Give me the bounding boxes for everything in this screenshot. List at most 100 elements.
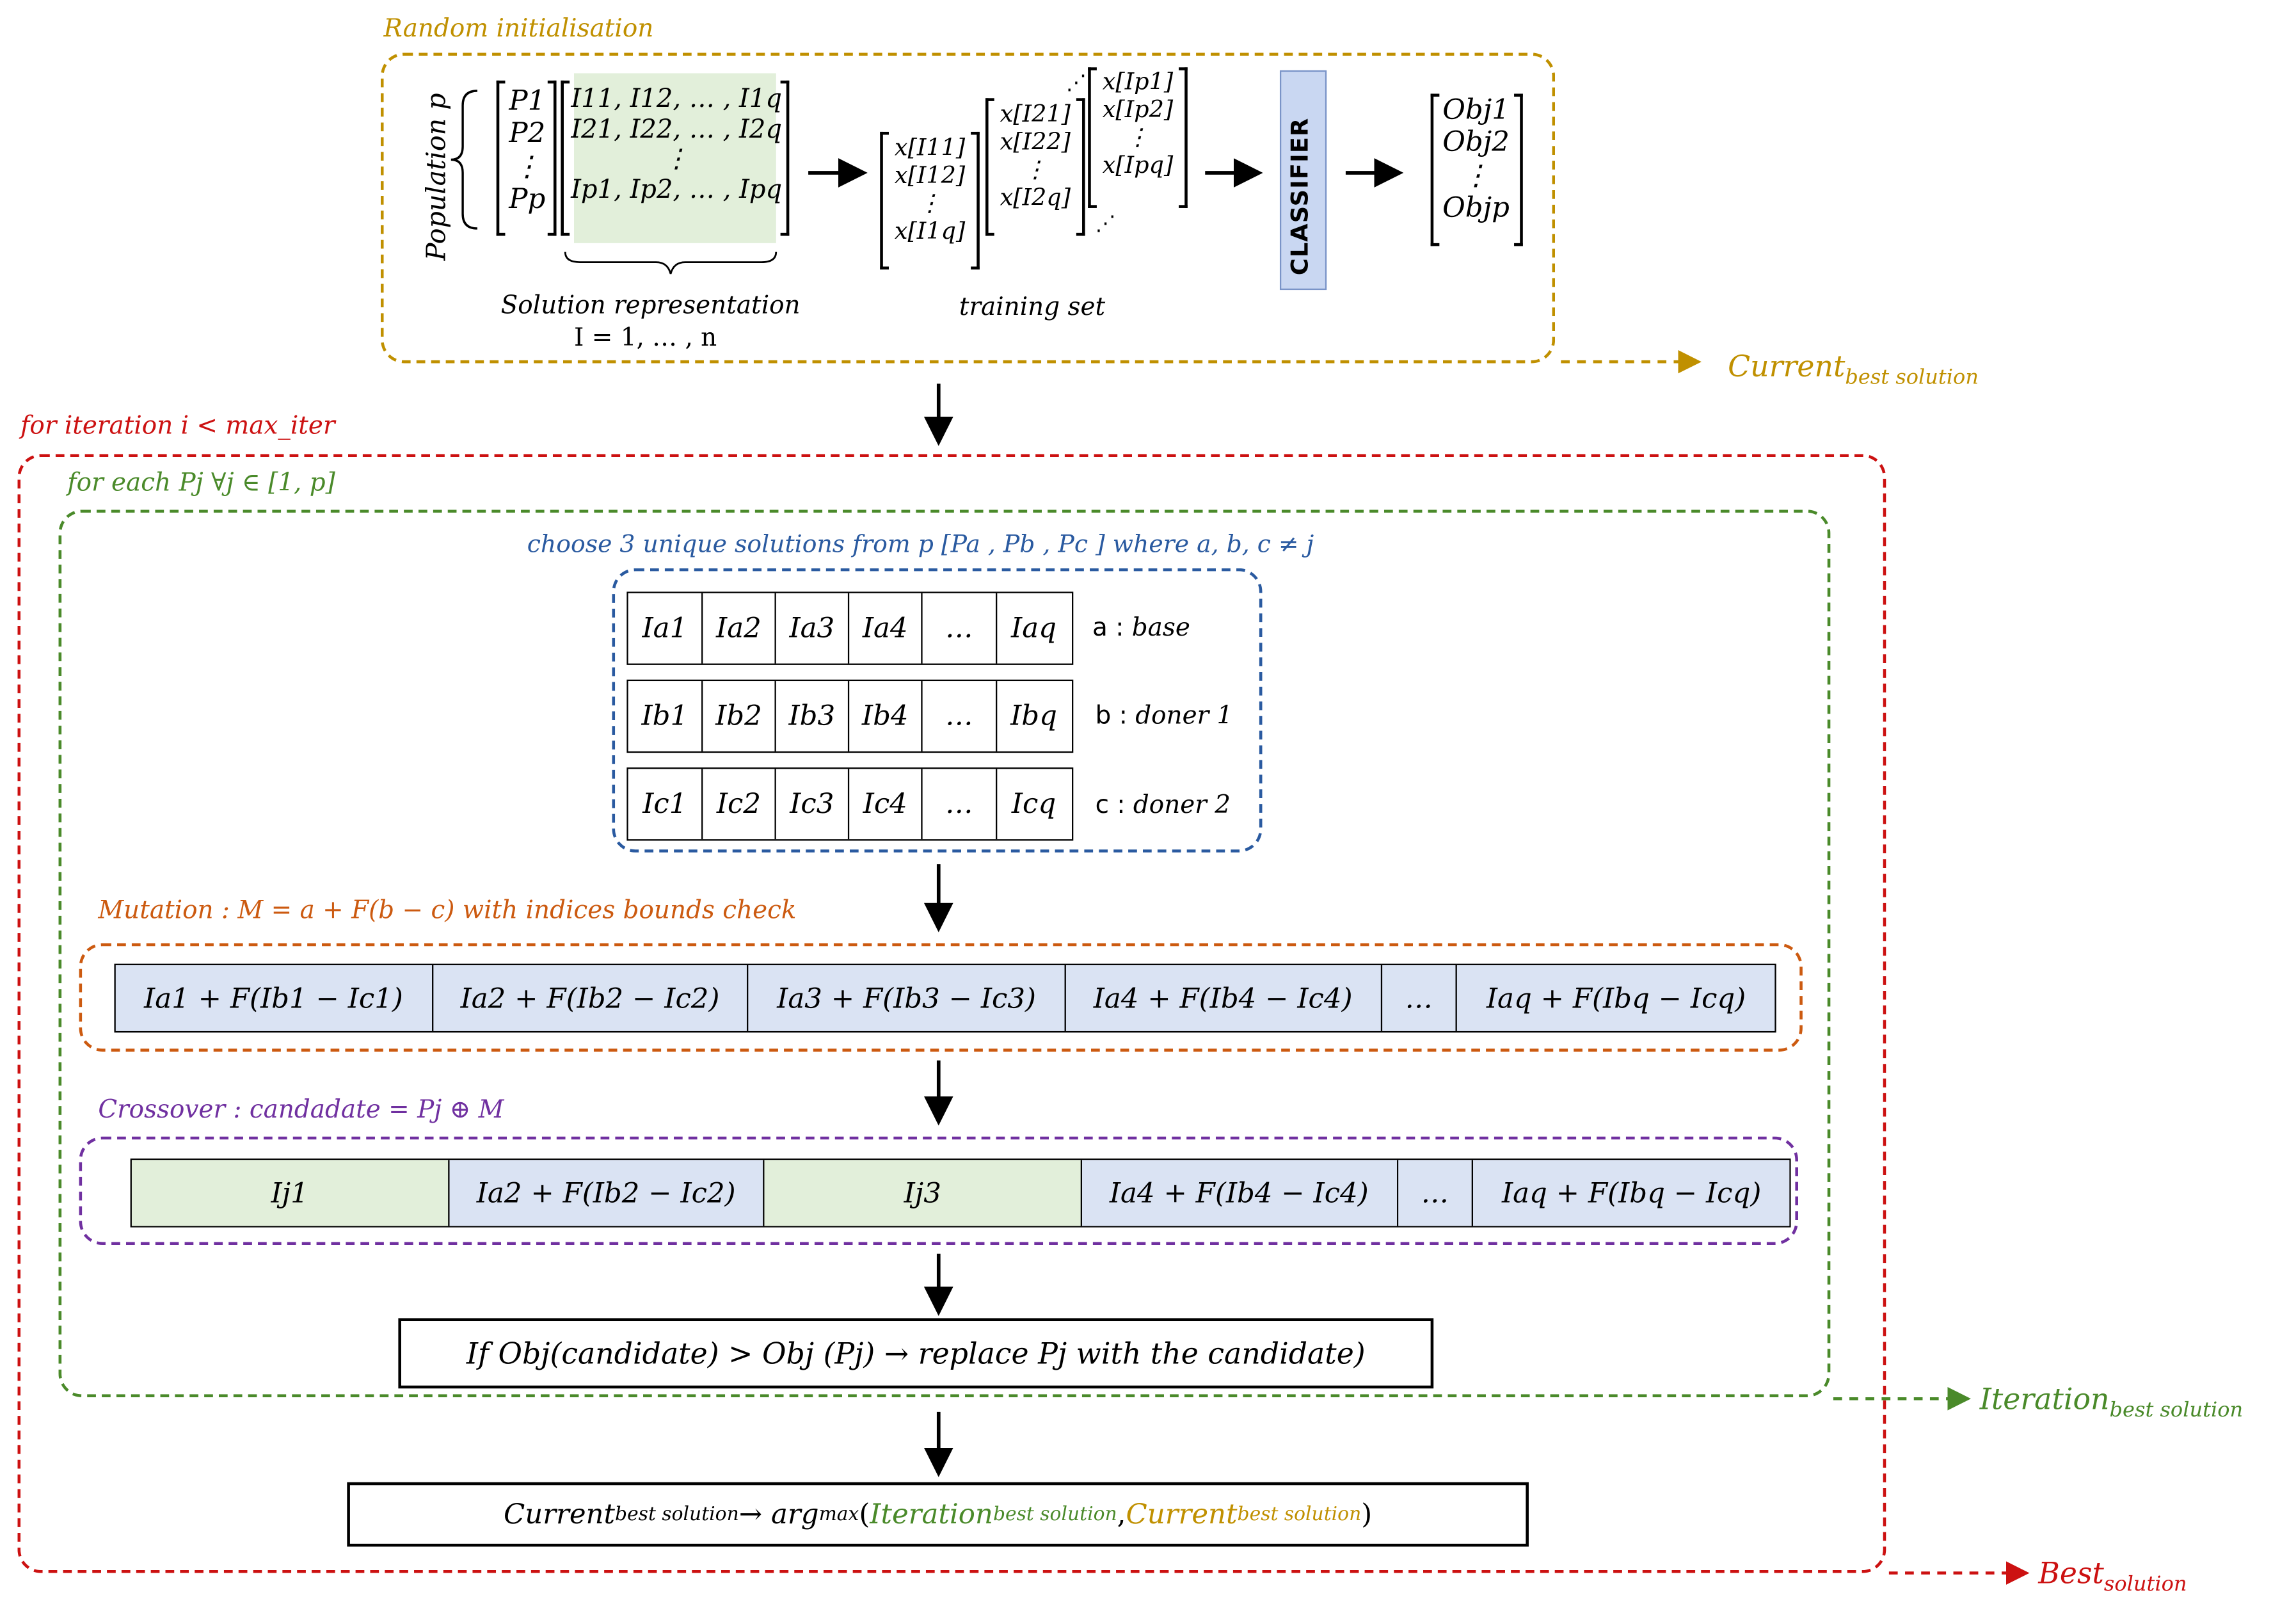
training-item: x[I22] (1000, 127, 1071, 156)
vector-cell: Ib4 (849, 681, 923, 751)
update-argmax: → arg (738, 1498, 819, 1531)
matrix-row: I11, I12, … , I1q (571, 84, 783, 115)
vector-b-role: b : doner 1 (1096, 702, 1233, 731)
crossover-cell: Ia4 + F(Ib4 − Ic4) (1081, 1160, 1398, 1226)
vector-role: doner 2 (1133, 790, 1231, 821)
iteration-best-output: Iterationbest solution (1980, 1384, 2243, 1420)
training-item: x[Ipq] (1102, 150, 1174, 179)
training-set-label: training set (959, 293, 1106, 323)
training-bracket-right (1076, 98, 1085, 236)
current-best-output: Currentbest solution (1728, 351, 1979, 388)
mutation-title: Mutation : M = a + F(b − c) with indices… (98, 896, 797, 926)
matrix-row: Ip1, Ip2, … , Ipq (571, 175, 783, 205)
each-title: for each Pj ∀j ∈ [1, p] (67, 469, 335, 499)
training-bracket-left (1088, 67, 1097, 208)
crossover-cell: … (1398, 1160, 1474, 1226)
update-iteration-sub: best solution (993, 1503, 1117, 1526)
training-vector-2: x[I21] x[I22] ⋮ x[I2q] (990, 99, 1081, 212)
classifier-box (1279, 70, 1327, 291)
loop-frame (17, 454, 1886, 1573)
mutation-frame (79, 943, 1803, 1052)
vector-cell: Ia1 (628, 593, 703, 664)
vector-cell: Ic1 (628, 769, 703, 840)
vector-cell: … (923, 769, 998, 840)
mutation-cell: Ia4 + F(Ib4 − Ic4) (1066, 965, 1382, 1031)
solution-matrix: I11, I12, … , I1q I21, I22, … , I2q ⋮ Ip… (568, 85, 785, 206)
training-dots-bottom: ⋰ (1095, 212, 1116, 236)
update-comma: , (1117, 1498, 1126, 1531)
role-separator: : (1109, 790, 1133, 821)
mutation-cell: Iaq + F(Ibq − Icq) (1486, 982, 1746, 1015)
training-dots-top: ⋰ (1065, 72, 1087, 95)
crossover-cell: Ia2 + F(Ib2 − Ic2) (449, 1160, 765, 1226)
training-item: x[Ip2] (1102, 95, 1174, 123)
objective-item: Obj2 (1442, 126, 1510, 159)
crossover-cell: Iaq + F(Ibq − Icq) (1473, 1160, 1790, 1226)
update-close-paren: ) (1361, 1498, 1373, 1531)
vector-role: doner 1 (1135, 702, 1233, 731)
vector-a-row: Ia1 Ia2 Ia3 Ia4 … Iaq (626, 591, 1074, 665)
best-sub: solution (2103, 1573, 2187, 1597)
update-open-paren: ( (859, 1498, 870, 1531)
update-current-arg: Current (1126, 1498, 1238, 1531)
population-bracket-left (496, 80, 506, 236)
population-brace (450, 90, 478, 230)
vector-key: b (1095, 702, 1112, 731)
training-vector-3: x[Ip1] x[Ip2] ⋮ x[Ipq] (1092, 67, 1183, 180)
best-label: Best (2038, 1555, 2104, 1591)
loop-title: for iteration i < max_iter (20, 412, 335, 441)
population-item: ⋮ (513, 150, 541, 183)
population-item: Pp (509, 183, 546, 216)
objective-bracket-right (1514, 93, 1523, 246)
vector-role: base (1131, 613, 1190, 643)
vector-cell: Iaq (1011, 612, 1056, 645)
vector-cell: Ic3 (776, 769, 850, 840)
matrix-row: I21, I22, … , I2q (571, 115, 783, 145)
training-item: x[Ip1] (1102, 67, 1174, 95)
each-frame (58, 509, 1831, 1398)
matrix-underbrace (564, 252, 777, 275)
vector-c-row: Ic1 Ic2 Ic3 Ic4 … Icq (626, 767, 1074, 841)
vector-cell: Ib3 (776, 681, 850, 751)
matrix-bracket-right (780, 80, 790, 236)
vector-a-role: a : base (1092, 614, 1190, 643)
population-item: P1 (509, 84, 546, 118)
objective-item: Obj1 (1442, 93, 1510, 126)
crossover-cell: Ij1 (131, 1160, 449, 1226)
vector-cell: Ibq (1010, 700, 1057, 733)
vector-cell: Ia2 (703, 593, 776, 664)
mutation-cell: Ia3 + F(Ib3 − Ic3) (749, 965, 1066, 1031)
training-item: x[I1q] (894, 216, 966, 245)
training-item: x[I21] (1000, 99, 1071, 128)
crossover-frame (79, 1136, 1798, 1246)
vector-cell: Icq (1011, 788, 1056, 821)
training-vector-1: x[I11] x[I12] ⋮ x[I1q] (884, 134, 975, 246)
objective-item: ⋮ (1462, 159, 1490, 192)
population-bracket-right (547, 80, 557, 236)
choose-title: choose 3 unique solutions from p [Pa , P… (527, 530, 1314, 558)
init-title: Random initialisation (383, 14, 654, 44)
training-item: ⋮ (1126, 122, 1150, 151)
mutation-row: Ia1 + F(Ib1 − Ic1) Ia2 + F(Ib2 − Ic2) Ia… (114, 963, 1776, 1033)
objective-vector: Obj1 Obj2 ⋮ Objp (1435, 93, 1517, 225)
vector-c-role: c : doner 2 (1096, 791, 1231, 821)
update-current-sub: best solution (615, 1503, 739, 1526)
role-separator: : (1111, 702, 1136, 731)
solution-representation-label: Solution representation (500, 291, 801, 321)
mutation-cell: Ia1 + F(Ib1 − Ic1) (116, 965, 433, 1031)
population-item: P2 (509, 117, 546, 150)
crossover-cell: Ij3 (765, 1160, 1082, 1226)
replace-step-box: If Obj(candidate) > Obj (Pj) → replace P… (398, 1318, 1434, 1389)
crossover-title: Crossover : candadate = Pj ⊕ M (98, 1095, 504, 1125)
matrix-row: ⋮ (664, 145, 690, 175)
current-best-sub: best solution (1845, 366, 1979, 390)
init-frame (380, 52, 1556, 364)
vector-cell: Ib2 (703, 681, 776, 751)
objective-item: Objp (1442, 192, 1510, 225)
crossover-row: Ij1 Ia2 + F(Ib2 − Ic2) Ij3 Ia4 + F(Ib4 −… (130, 1159, 1791, 1228)
vector-cell: Ic4 (849, 769, 923, 840)
training-bracket-right (1179, 67, 1188, 208)
training-bracket-left (880, 131, 889, 270)
